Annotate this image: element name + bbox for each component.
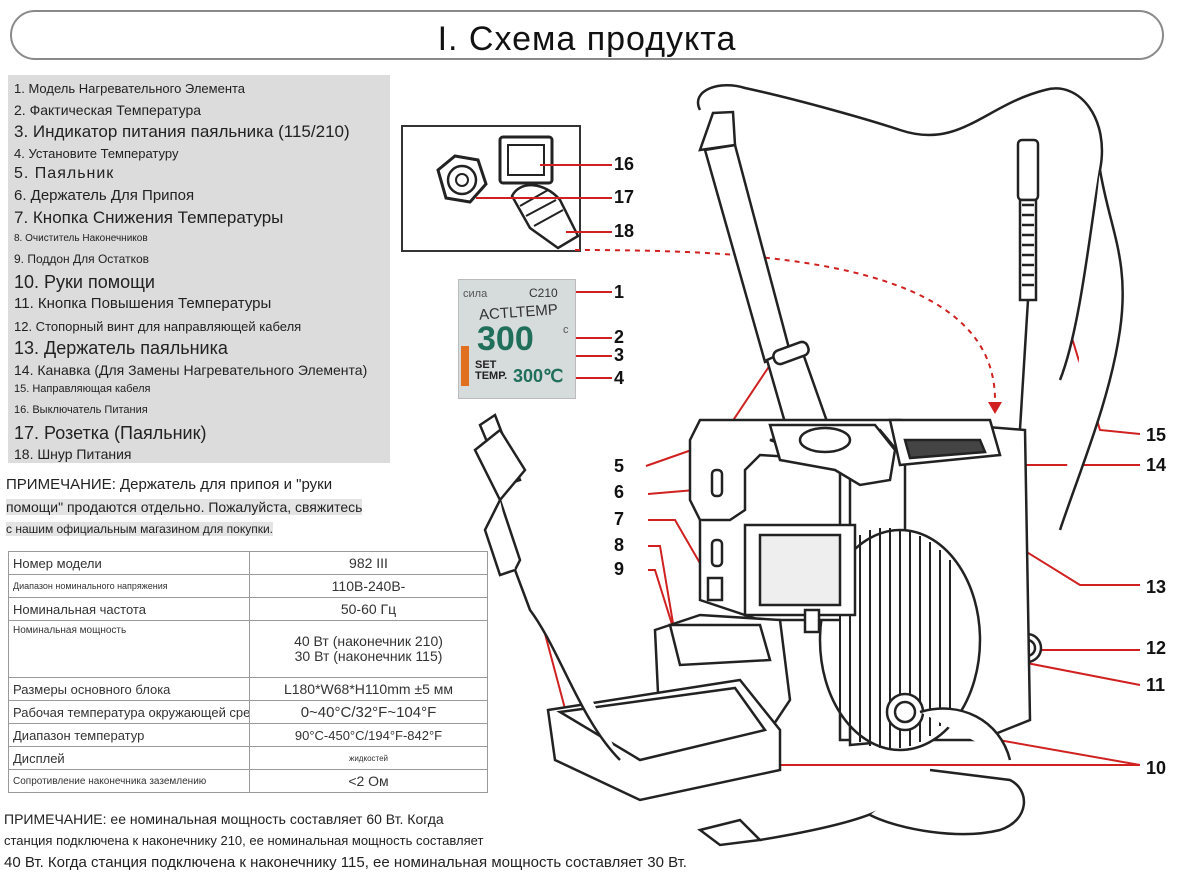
lcd-set-label-1: SET (475, 359, 497, 371)
callout-9: 9 (614, 559, 625, 579)
spec-key: Номинальная частота (8, 597, 250, 621)
callout-2: 2 (614, 327, 625, 347)
note-line-text: с нашим официальным магазином для покупк… (6, 522, 273, 536)
note-line-text: помощи" продаются отдельно. Пожалуйста, … (6, 499, 363, 515)
page-title: I. Схема продукта (437, 20, 737, 58)
spec-key: Диапазон температур (8, 723, 250, 747)
lcd-set-value: 300℃ (513, 366, 564, 386)
spec-value: 90°C-450°C/194°F-842°F (249, 723, 488, 747)
note-line: с нашим официальным магазином для покупк… (6, 518, 396, 540)
station-body (688, 418, 1032, 761)
spec-value: 982 III (249, 551, 488, 575)
rear-panel-inset (401, 125, 581, 252)
lcd-actual-value: 300 (477, 320, 534, 358)
soldering-iron (696, 83, 1124, 531)
lcd-display: сила C210 ACTLTEMP 300 c SET TEMP. 300℃ (458, 279, 576, 399)
table-row: Диапазон температур 90°C-450°C/194°F-842… (8, 723, 488, 747)
callout-12: 12 (1146, 638, 1167, 658)
table-row: Номинальная мощность 40 Вт (наконечник 2… (8, 620, 488, 678)
legend-item: 1. Модель Нагревательного Элемента (14, 81, 246, 96)
spec-key: Номинальная мощность (8, 620, 250, 678)
legend-item: 9. Поддон Для Остатков (14, 252, 150, 266)
legend-item: 6. Держатель Для Припоя (14, 187, 195, 204)
accessory-note: ПРИМЕЧАНИЕ: Держатель для припоя и "руки… (6, 474, 396, 540)
legend-item: 4. Установите Температуру (14, 146, 179, 161)
arrow-head-icon (988, 402, 1002, 414)
legend-item: 5. Паяльник (14, 165, 115, 182)
callout-14: 14 (1146, 455, 1167, 475)
callout-11: 11 (1146, 675, 1166, 695)
lcd-set-label-2: TEMP. (475, 370, 508, 382)
legend-item: 11. Кнопка Повышения Температуры (14, 295, 272, 312)
table-row: Диапазон номинального напряжения 110В-24… (8, 574, 488, 598)
legend-item: 12. Стопорный винт для направляющей кабе… (14, 319, 302, 334)
legend-item: 10. Руки помощи (14, 272, 155, 292)
callout-4: 4 (614, 368, 625, 388)
spec-value: 40 Вт (наконечник 210) 30 Вт (наконечник… (249, 620, 488, 678)
spec-value: жидкостей (249, 746, 488, 770)
temp-down-button-icon (706, 576, 724, 602)
legend-panel: 1. Модель Нагревательного Элемента 2. Фа… (8, 75, 390, 463)
table-row: Размеры основного блока L180*W68*H110mm … (8, 677, 488, 701)
power-indicator-bar (461, 346, 469, 386)
callout-18: 18 (614, 221, 635, 241)
callout-8: 8 (614, 535, 625, 555)
spec-key: Диапазон номинального напряжения (8, 574, 250, 598)
note-line: ПРИМЕЧАНИЕ: ее номинальная мощность сост… (4, 811, 444, 827)
lcd-power-label: сила (463, 288, 488, 300)
legend-item: 18. Шнур Питания (14, 446, 132, 462)
lcd-set-label: SET TEMP. (475, 360, 507, 382)
table-row: Номер модели 982 III (8, 551, 488, 575)
lcd-model: C210 (529, 286, 558, 300)
spec-key: Дисплей (8, 746, 250, 770)
callout-5: 5 (614, 456, 625, 476)
spec-table: Номер модели 982 III Диапазон номинально… (8, 551, 488, 793)
note-line: помощи" продаются отдельно. Пожалуйста, … (6, 496, 396, 518)
helping-hands (473, 413, 1026, 847)
callout-15: 15 (1146, 425, 1167, 445)
temp-up-button-icon (803, 608, 821, 634)
note-line: ПРИМЕЧАНИЕ: Держатель для припоя и "руки (6, 476, 333, 493)
legend-item: 16. Выключатель Питания (14, 404, 148, 416)
callout-1: 1 (614, 282, 625, 302)
callout-16: 16 (614, 154, 635, 174)
lcd-unit: c (563, 324, 569, 336)
spec-value-line: 30 Вт (наконечник 115) (294, 648, 443, 664)
callout-3: 3 (614, 345, 625, 365)
callout-7: 7 (614, 509, 625, 529)
legend-item: 7. Кнопка Снижения Температуры (14, 208, 284, 227)
legend-item: 17. Розетка (Паяльник) (14, 423, 207, 443)
title-bar: I. Схема продукта (10, 10, 1164, 60)
spec-value-line: 40 Вт (наконечник 210) (294, 633, 443, 649)
note-line: станция подключена к наконечнику 210, ее… (4, 833, 484, 848)
callout-17: 17 (614, 187, 635, 207)
legend-item: 15. Направляющая кабеля (14, 383, 151, 395)
legend-item: 3. Индикатор питания паяльника (115/210) (14, 122, 350, 141)
callout-10: 10 (1146, 758, 1167, 778)
table-row: Рабочая температура окружающей среды 0~4… (8, 700, 488, 724)
table-row: Дисплей жидкостей (8, 746, 488, 770)
callout-13: 13 (1146, 577, 1167, 597)
callout-6: 6 (614, 482, 625, 502)
spec-value: <2 Ом (249, 769, 488, 793)
table-row: Номинальная частота 50-60 Гц (8, 597, 488, 621)
power-note: ПРИМЕЧАНИЕ: ее номинальная мощность сост… (4, 808, 687, 874)
spec-value: 0~40°C/32°F~104°F (249, 700, 488, 724)
legend-item: 8. Очиститель Наконечников (14, 233, 148, 244)
legend-item: 2. Фактическая Температура (14, 102, 202, 118)
legend-item: 14. Канавка (Для Замены Нагревательного … (14, 362, 368, 378)
table-row: Сопротивление наконечника заземлению <2 … (8, 769, 488, 793)
legend-item: 13. Держатель паяльника (14, 338, 228, 358)
note-line: 40 Вт. Когда станция подключена к наконе… (4, 854, 687, 871)
